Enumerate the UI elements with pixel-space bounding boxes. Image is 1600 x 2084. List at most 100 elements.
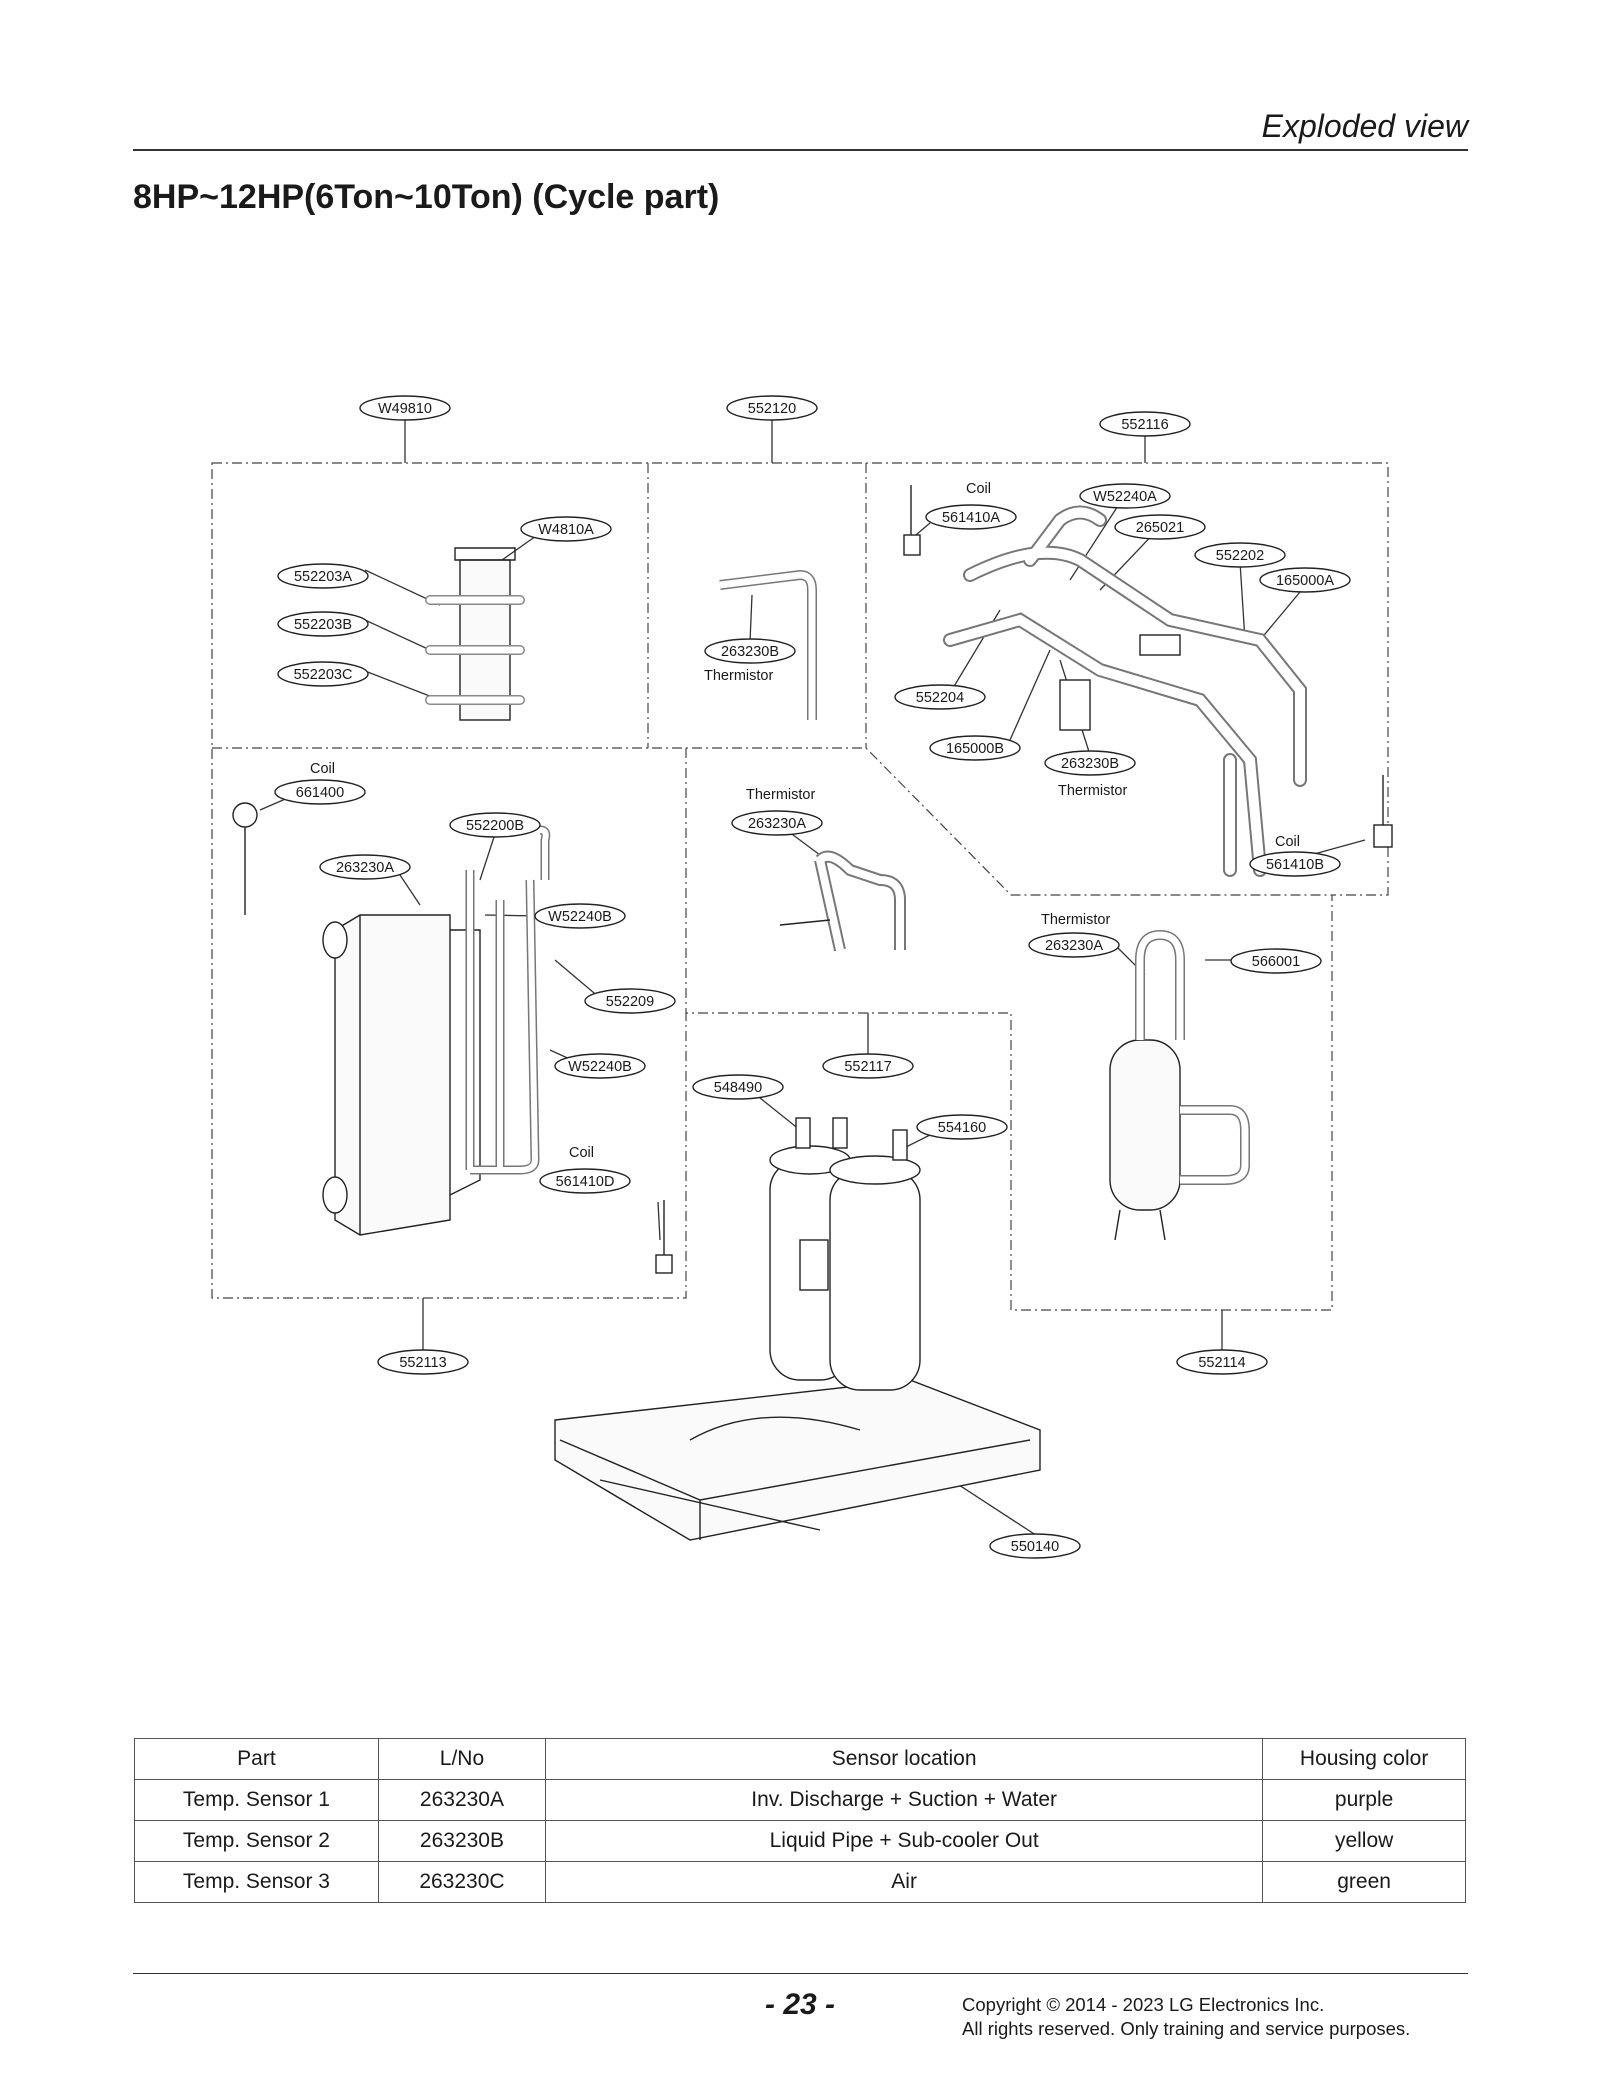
callout-165000a: 165000A xyxy=(1259,567,1351,593)
component-sketches xyxy=(232,485,1393,1541)
callout-label: 552209 xyxy=(606,994,654,1010)
plate-heat-exchanger-sketch xyxy=(322,825,551,1236)
callout-label: 552203C xyxy=(294,667,353,683)
coil-label-561410b: Coil xyxy=(1275,834,1300,850)
coil-label-661400: Coil xyxy=(310,761,335,777)
callout-566001: 566001 xyxy=(1230,948,1322,974)
thermistor-pipe-top-sketch xyxy=(719,569,817,720)
callout-550140: 550140 xyxy=(989,1533,1081,1559)
callout-552202: 552202 xyxy=(1194,542,1286,568)
column-header-sensor-location: Sensor location xyxy=(545,1738,1264,1780)
callout-w49810: W49810 xyxy=(359,395,451,421)
callout-label: 263230A xyxy=(748,816,806,832)
callout-label: 561410D xyxy=(556,1174,615,1190)
compressor-sketch xyxy=(554,1117,1041,1541)
section-header: Exploded view xyxy=(1261,108,1468,144)
valve-block-sketch xyxy=(425,547,525,721)
callout-label: W52240B xyxy=(568,1059,632,1075)
callout-561410a: 561410A xyxy=(925,504,1017,530)
callout-label: 265021 xyxy=(1136,520,1184,536)
callout-label: 552203B xyxy=(294,617,352,633)
table-header-row: Part L/No Sensor location Housing color xyxy=(134,1738,1466,1780)
callout-561410b: 561410B xyxy=(1249,851,1341,877)
callout-w4810a: W4810A xyxy=(520,516,612,542)
sensor-table: Part L/No Sensor location Housing color … xyxy=(134,1738,1466,1903)
callout-label: W52240A xyxy=(1093,489,1157,505)
callout-label: 552117 xyxy=(844,1059,891,1075)
callout-label: 552200B xyxy=(466,818,524,834)
callout-label: 552202 xyxy=(1216,548,1264,564)
callout-label: 263230B xyxy=(1061,756,1119,772)
callout-552116: 552116 xyxy=(1099,411,1191,437)
plain-labels: Coil Thermistor Thermistor Coil Coil The… xyxy=(310,481,1300,1161)
footer-rule xyxy=(133,1973,1468,1974)
callout-552114: 552114 xyxy=(1176,1349,1268,1375)
callout-label: W52240B xyxy=(548,909,612,925)
table-row: Temp. Sensor 1 263230A Inv. Discharge + … xyxy=(134,1779,1466,1821)
copyright-notice: Copyright © 2014 - 2023 LG Electronics I… xyxy=(962,1993,1410,2041)
thermistor-label-263230b-mid: Thermistor xyxy=(1058,783,1127,799)
callout-263230b-top: 263230B xyxy=(704,638,796,664)
callout-552203b: 552203B xyxy=(277,611,369,637)
callout-label: 554160 xyxy=(938,1120,986,1136)
cell-part: Temp. Sensor 2 xyxy=(134,1820,379,1862)
callout-561410d: 561410D xyxy=(539,1168,631,1194)
cell-sensor-location: Liquid Pipe + Sub-cooler Out xyxy=(545,1820,1264,1862)
callout-263230a-center: 263230A xyxy=(731,810,823,836)
callout-661400: 661400 xyxy=(274,779,366,805)
thermistor-label-263230b-top: Thermistor xyxy=(704,668,773,684)
coil-label-561410d: Coil xyxy=(569,1145,594,1161)
cell-lno: 263230B xyxy=(377,1820,547,1862)
callout-label: 566001 xyxy=(1252,954,1300,970)
callout-label: 552113 xyxy=(399,1355,446,1371)
callout-165000b: 165000B xyxy=(929,735,1021,761)
callout-label: 552116 xyxy=(1121,417,1168,433)
copyright-line-2: All rights reserved. Only training and s… xyxy=(962,2018,1411,2039)
coil-label-561410a: Coil xyxy=(966,481,991,497)
accumulator-sketch xyxy=(1109,929,1250,1241)
callout-label: 552204 xyxy=(916,690,964,706)
callout-label: W4810A xyxy=(538,522,594,538)
cell-housing-color: yellow xyxy=(1262,1820,1466,1862)
column-header-housing-color: Housing color xyxy=(1262,1738,1466,1780)
callout-label: 550140 xyxy=(1011,1539,1059,1555)
callout-label: 165000A xyxy=(1276,573,1334,589)
callout-552204: 552204 xyxy=(894,684,986,710)
callout-label: 561410A xyxy=(942,510,1000,526)
callout-w52240b-2: W52240B xyxy=(554,1053,646,1079)
cell-housing-color: green xyxy=(1262,1861,1466,1903)
callout-552113: 552113 xyxy=(377,1349,469,1375)
callout-552200b: 552200B xyxy=(449,812,541,838)
callout-label: 552120 xyxy=(748,401,796,417)
callout-label: 165000B xyxy=(946,741,1004,757)
table-row: Temp. Sensor 3 263230C Air green xyxy=(134,1861,1466,1903)
callout-w52240b-1: W52240B xyxy=(534,903,626,929)
copyright-line-1: Copyright © 2014 - 2023 LG Electronics I… xyxy=(962,1994,1325,2015)
coil-connector-sketch xyxy=(232,485,1393,1274)
pipe-manifold-sketch xyxy=(943,505,1307,877)
cell-part: Temp. Sensor 3 xyxy=(134,1861,379,1903)
cell-sensor-location: Inv. Discharge + Suction + Water xyxy=(545,1779,1264,1821)
callout-263230a-right: 263230A xyxy=(1028,932,1120,958)
callout-552203c: 552203C xyxy=(277,661,369,687)
callout-552203a: 552203A xyxy=(277,563,369,589)
thermistor-label-263230a-center: Thermistor xyxy=(746,787,815,803)
callout-label: 263230B xyxy=(721,644,779,660)
callout-548490: 548490 xyxy=(692,1074,784,1100)
callout-263230a-left: 263230A xyxy=(319,854,411,880)
callout-label: 661400 xyxy=(296,785,344,801)
group-boundaries xyxy=(211,462,1389,1311)
callout-265021: 265021 xyxy=(1114,514,1206,540)
callout-263230b-mid: 263230B xyxy=(1044,750,1136,776)
callout-w52240a: W52240A xyxy=(1079,483,1171,509)
callout-label: 552203A xyxy=(294,569,352,585)
page-title: 8HP~12HP(6Ton~10Ton) (Cycle part) xyxy=(133,178,720,216)
column-header-part: Part xyxy=(134,1738,379,1780)
callout-552120: 552120 xyxy=(726,395,818,421)
callout-552117: 552117 xyxy=(822,1053,914,1079)
callout-label: 263230A xyxy=(1045,938,1103,954)
cell-lno: 263230A xyxy=(377,1779,547,1821)
thermistor-label-263230a-right: Thermistor xyxy=(1041,912,1110,928)
